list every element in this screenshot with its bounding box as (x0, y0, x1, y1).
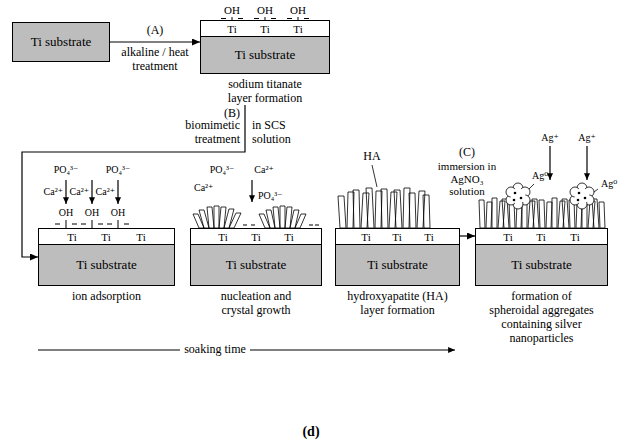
layer-element: Ti (570, 231, 579, 244)
panel-label: (d) (302, 424, 319, 440)
ion-label: Ag⁺ (541, 132, 559, 144)
layer-element: Ti (136, 231, 145, 244)
ion-label: Ag⁺ (578, 132, 596, 144)
hydroxyapatite-crystals (479, 198, 605, 228)
layer-element: Ti (392, 231, 401, 244)
substrate-label: Ti substrate (226, 257, 287, 273)
step-caption: formation of spheroidal aggregates conta… (486, 289, 598, 345)
hydroxyl-group: OH (111, 207, 125, 219)
hydroxyapatite-crystals (338, 188, 430, 228)
nucleating-crystals (193, 206, 306, 228)
process-arrow (110, 41, 200, 42)
substrate-block: Ti substrate (12, 22, 110, 62)
leader-line (529, 184, 534, 189)
hydroxyl-bonds (55, 220, 129, 228)
treatment-label: immersion in AgNO₃ solution (433, 160, 501, 198)
ion-label: Ca²⁺ (194, 182, 213, 194)
substrate-body: Ti substrate (191, 245, 321, 285)
ion-arrow (586, 146, 587, 180)
aggregate-core (575, 189, 590, 204)
phase-label: HA (363, 150, 380, 164)
treatment-label: biomimetic treatment (168, 119, 240, 147)
ion-label: Ca²⁺ (44, 186, 63, 198)
substrate-body: Ti substrate (201, 37, 329, 73)
particle-label: Ag⁰ (601, 178, 617, 190)
silver-nanoparticle (578, 192, 581, 195)
hydroxyl-group: OH (224, 4, 240, 17)
layer-element: Ti (218, 231, 227, 244)
layer-element: Ti (361, 231, 370, 244)
substrate-label: Ti substrate (76, 257, 137, 273)
ion-arrow (65, 180, 66, 204)
ion-label: Ca²⁺ (96, 186, 115, 198)
ion-label: PO₄³⁻ (54, 164, 79, 176)
layer-element: Ti (293, 23, 302, 36)
silver-nanoparticle (514, 192, 517, 195)
process-arrow (460, 235, 475, 236)
substrate-body: Ti substrate (476, 245, 607, 285)
substrate-label: Ti substrate (511, 257, 572, 273)
layer-element: Ti (503, 231, 512, 244)
time-axis-label: soaking time (180, 343, 250, 357)
step-letter: (C) (459, 146, 475, 160)
silver-nanoparticle (584, 197, 587, 200)
silver-aggregate (570, 183, 594, 209)
ion-arrow (251, 180, 252, 202)
leader-line (372, 165, 377, 187)
ion-label: Ca²⁺ (254, 164, 273, 176)
layer-element: Ti (260, 23, 269, 36)
substrate-label: Ti substrate (31, 34, 92, 50)
step-caption: hydroxyapatite (HA) layer formation (342, 289, 454, 317)
ion-label: PO₄³⁻ (258, 190, 283, 202)
hydroxyl-group: OH (59, 207, 73, 219)
substrate-body: Ti substrate (13, 23, 109, 61)
particle-label: Ag⁰ (532, 170, 548, 182)
hydroxyl-group: OH (257, 4, 273, 17)
hydroxyl-group: OH (85, 207, 99, 219)
ion-arrow (91, 180, 92, 204)
layer-element: Ti (101, 231, 110, 244)
treatment-label: alkaline / heat treatment (111, 46, 199, 74)
ion-label: PO₄³⁻ (106, 164, 131, 176)
ion-label: Ca²⁺ (70, 186, 89, 198)
substrate-body: Ti substrate (336, 245, 459, 285)
silver-aggregate (506, 183, 530, 209)
silver-nanoparticle (520, 197, 523, 200)
substrate-box: Ti substrate (12, 22, 110, 62)
layer-element: Ti (536, 231, 545, 244)
step-letter: (A) (147, 24, 164, 38)
ion-arrow (549, 146, 550, 180)
silver-nanoparticle (577, 199, 580, 202)
substrate-label: Ti substrate (235, 47, 296, 63)
ion-arrow (117, 180, 118, 204)
silver-nanoparticle (513, 199, 516, 202)
hydroxyl-group: OH (290, 4, 306, 17)
layer-element: Ti (227, 23, 236, 36)
layer-element: Ti (251, 231, 260, 244)
step-caption: ion adsorption (47, 289, 167, 303)
ion-label: PO₄³⁻ (210, 164, 235, 176)
aggregate-core (511, 189, 526, 204)
layer-element: Ti (284, 231, 293, 244)
substrate-body: Ti substrate (39, 245, 174, 285)
substrate-box: Ti substrate formation of spheroidal aggr… (475, 228, 608, 345)
layer-element: Ti (67, 231, 76, 244)
substrate-label: Ti substrate (367, 257, 428, 273)
treatment-note: in SCS solution (252, 119, 310, 147)
leader-line (594, 189, 598, 192)
step-caption: nucleation and crystal growth (210, 289, 302, 317)
layer-element: Ti (424, 231, 433, 244)
step-caption: sodium titanate layer formation (217, 77, 313, 105)
